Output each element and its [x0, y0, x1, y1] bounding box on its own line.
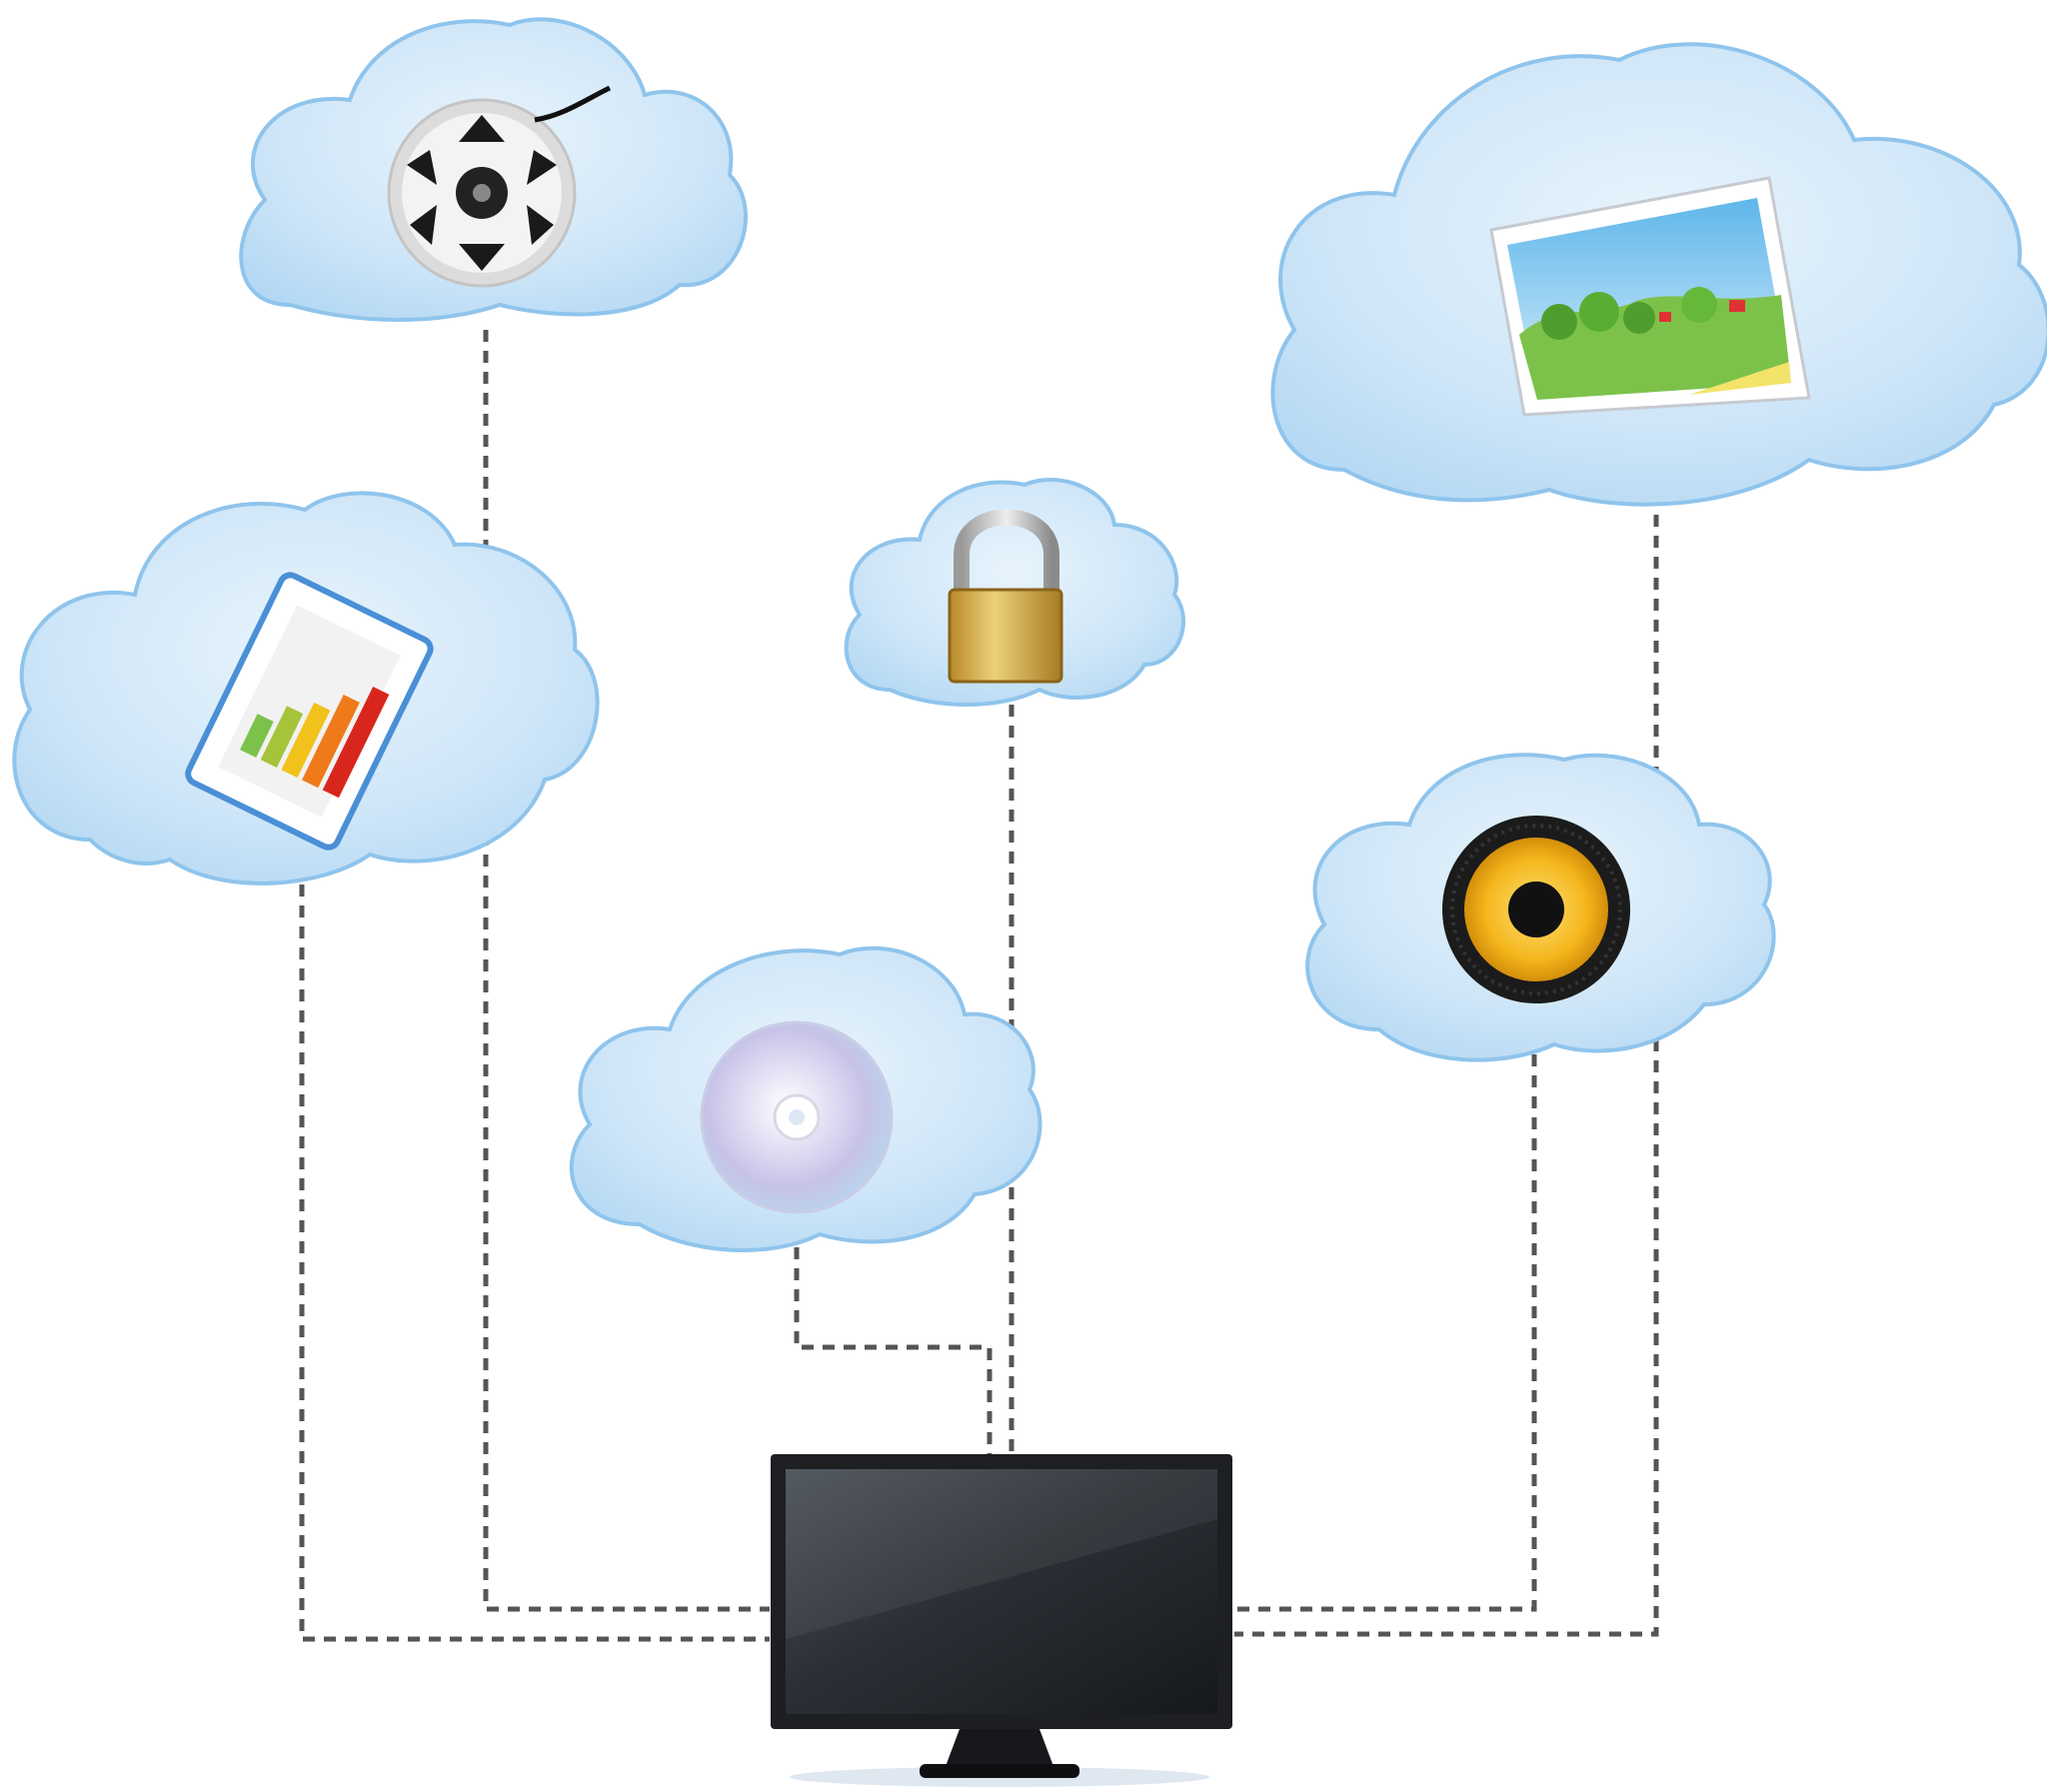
bar-chart-document-icon — [185, 572, 434, 851]
speaker-icon — [1442, 816, 1630, 1003]
cloud-film — [239, 17, 748, 322]
connector-audio — [1234, 1054, 1537, 1612]
film-reel-icon — [387, 85, 612, 288]
photo-icon — [1489, 176, 1811, 417]
cloud-security — [844, 478, 1185, 707]
cloud-photo — [1270, 42, 2047, 507]
disc-icon — [700, 1020, 894, 1214]
connector-photo — [1234, 515, 1659, 1637]
monitor-icon — [771, 1454, 1232, 1787]
connector-disc — [794, 1247, 993, 1454]
cloud-audio — [1305, 753, 1776, 1062]
cloud-disc — [569, 945, 1042, 1253]
padlock-icon — [948, 509, 1063, 684]
cloud-chart — [12, 491, 600, 886]
